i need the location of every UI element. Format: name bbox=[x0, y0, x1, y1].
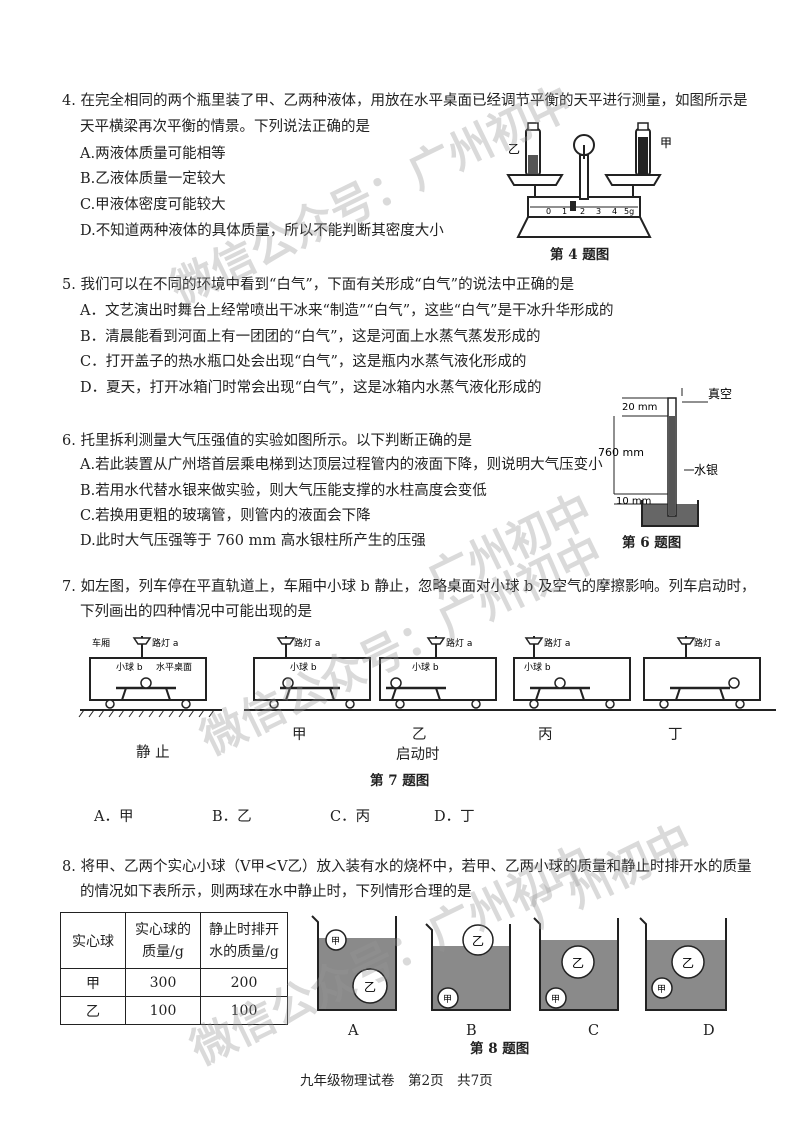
q4-fig-label-yi: 乙 bbox=[508, 142, 520, 156]
q7-stem-line1: 7. 如左图，列车停在平直轨道上，车厢中小球 b 静止，忽略桌面对小球 b 及空… bbox=[62, 579, 756, 595]
q6-label-vacuum: 真空 bbox=[708, 387, 732, 401]
q4-scale-3: 3 bbox=[596, 207, 601, 216]
q7-option-a: A．甲 bbox=[94, 809, 134, 825]
q4-scale-2: 2 bbox=[580, 207, 585, 216]
q7-stem-line2: 下列画出的四种情况中可能出现的是 bbox=[80, 604, 312, 620]
q7-option-b: B．乙 bbox=[212, 809, 252, 825]
q6-option-c: C.若换用更粗的玻璃管，则管内的液面会下降 bbox=[80, 508, 371, 524]
svg-text:乙: 乙 bbox=[572, 956, 584, 970]
q7-label-static: 静 止 bbox=[136, 745, 170, 761]
q8-label-b: B bbox=[466, 1023, 477, 1039]
q8-label-a: A bbox=[348, 1023, 359, 1039]
q8-caption: 第 8 题图 bbox=[470, 1041, 530, 1057]
q4-option-b: B.乙液体质量一定较大 bbox=[80, 171, 226, 187]
q8-row-yi-displaced: 100 bbox=[200, 996, 288, 1025]
svg-text:甲: 甲 bbox=[331, 936, 340, 947]
q7-yi-lamp: 路灯 a bbox=[446, 637, 472, 649]
q8-beaker-d: 乙 甲 bbox=[639, 917, 727, 1011]
q6-label-10mm: 10 mm bbox=[616, 496, 651, 507]
q7-bing-ball: 小球 b bbox=[524, 661, 551, 673]
q4-balance-figure: 乙 甲 0 1 2 3 4 5g bbox=[506, 122, 672, 238]
q8-row-yi-name: 乙 bbox=[60, 996, 126, 1025]
q6-option-d: D.此时大气压强等于 760 mm 高水银柱所产生的压强 bbox=[80, 533, 426, 549]
q7-label-ding: 丁 bbox=[668, 727, 683, 743]
q7-ding-lamp: 路灯 a bbox=[694, 637, 720, 649]
q8-label-c: C bbox=[588, 1023, 600, 1039]
q4-option-a: A.两液体质量可能相等 bbox=[80, 146, 226, 162]
page-footer: 九年级物理试卷 第2页 共7页 bbox=[300, 1073, 493, 1089]
q5-option-b: B．清晨能看到河面上有一团团的“白气”，这是河面上水蒸气蒸发形成的 bbox=[80, 329, 541, 345]
q7-panel-yi: 路灯 a 小球 b bbox=[370, 636, 512, 711]
q8-beaker-c: 乙 甲 bbox=[533, 917, 619, 1011]
q4-scale-0: 0 bbox=[546, 207, 551, 216]
svg-text:甲: 甲 bbox=[551, 994, 560, 1005]
q7-caption: 第 7 题图 bbox=[370, 773, 430, 789]
q7-panel-static: 车厢 路灯 a 小球 b 水平桌面 bbox=[78, 636, 222, 718]
q6-stem: 6. 托里拆利测量大气压强值的实验如图所示。以下判断正确的是 bbox=[62, 433, 472, 449]
q4-scale-1: 1 bbox=[562, 207, 567, 216]
q5-option-a: A．文艺演出时舞台上经常喷出干冰来“制造”“白气”，这些“白气”是干冰升华形成的 bbox=[80, 303, 614, 319]
q4-scale-5g: 5g bbox=[624, 207, 634, 216]
q7-label-jia: 甲 bbox=[292, 727, 307, 743]
q6-caption: 第 6 题图 bbox=[622, 535, 682, 551]
q8-th-ball: 实心球 bbox=[60, 912, 126, 969]
q8-label-d: D bbox=[703, 1023, 715, 1039]
q7-panel-ding: 路灯 a bbox=[634, 636, 776, 711]
svg-text:乙: 乙 bbox=[682, 956, 694, 970]
q8-row-jia-displaced: 200 bbox=[200, 968, 288, 997]
q4-fig-label-jia: 甲 bbox=[660, 136, 672, 150]
svg-text:甲: 甲 bbox=[443, 994, 452, 1005]
q8-th-displaced: 静止时排开 水的质量/g bbox=[200, 912, 288, 969]
q7-option-d: D．丁 bbox=[434, 809, 475, 825]
q6-label-760mm: 760 mm bbox=[598, 446, 644, 459]
q8-row-jia-mass: 300 bbox=[125, 968, 201, 997]
svg-text:乙: 乙 bbox=[472, 934, 484, 948]
q8-beakers-figure: 甲 乙 乙 甲 乙 甲 乙 甲 bbox=[311, 915, 727, 1011]
q6-label-20mm: 20 mm bbox=[622, 402, 657, 413]
q7-bing-lamp: 路灯 a bbox=[544, 637, 570, 649]
q7-label-bing: 丙 bbox=[538, 727, 553, 743]
q4-caption: 第 4 题图 bbox=[550, 247, 610, 263]
q7-label-start: 启动时 bbox=[396, 747, 440, 763]
q7-label-ball: 小球 b bbox=[116, 661, 143, 673]
q6-label-mercury: 水银 bbox=[694, 463, 718, 477]
q6-torricelli-figure: 20 mm 真空 760 mm 水银 10 mm bbox=[598, 387, 732, 527]
q8-beaker-b: 乙 甲 bbox=[425, 923, 511, 1011]
q8-stem-line2: 的情况如下表所示，则两球在水中静止时，下列情形合理的是 bbox=[80, 884, 472, 900]
q4-scale-4: 4 bbox=[612, 207, 617, 216]
q7-panel-bing: 路灯 a 小球 b bbox=[504, 636, 646, 711]
q7-jia-ball: 小球 b bbox=[290, 661, 317, 673]
q7-label-table: 水平桌面 bbox=[156, 661, 192, 673]
q6-option-a: A.若此装置从广州塔首层乘电梯到达顶层过程管内的液面下降，则说明大气压变小 bbox=[80, 457, 603, 473]
q8-data-table: 实心球 实心球的 质量/g 静止时排开 水的质量/g 甲 300 200 乙 1… bbox=[60, 912, 288, 1025]
q5-stem: 5. 我们可以在不同的环境中看到“白气”，下面有关形成“白气”的说法中正确的是 bbox=[62, 277, 575, 293]
q4-stem-line1: 4. 在完全相同的两个瓶里装了甲、乙两种液体，用放在水平桌面已经调节平衡的天平进… bbox=[62, 93, 748, 109]
q7-jia-lamp: 路灯 a bbox=[294, 637, 320, 649]
q4-stem-line2: 天平横梁再次平衡的情景。下列说法正确的是 bbox=[80, 119, 370, 135]
q8-beaker-a: 甲 乙 bbox=[311, 915, 397, 1011]
svg-text:乙: 乙 bbox=[364, 980, 376, 994]
q8-row-yi-mass: 100 bbox=[125, 996, 201, 1025]
q7-panel-jia: 路灯 a 小球 b bbox=[244, 636, 386, 711]
q7-label-carriage: 车厢 bbox=[92, 637, 110, 649]
q7-label-lamp: 路灯 a bbox=[152, 637, 178, 649]
q8-stem-line1: 8. 将甲、乙两个实心小球（V甲<V乙）放入装有水的烧杯中，若甲、乙两小球的质量… bbox=[62, 859, 752, 875]
q7-option-c: C．丙 bbox=[330, 809, 371, 825]
q4-option-d: D.不知道两种液体的具体质量，所以不能判断其密度大小 bbox=[80, 223, 444, 239]
q7-yi-ball: 小球 b bbox=[412, 661, 439, 673]
q4-option-c: C.甲液体密度可能较大 bbox=[80, 197, 226, 213]
q8-row-jia-name: 甲 bbox=[60, 968, 126, 997]
q8-th-mass: 实心球的 质量/g bbox=[125, 912, 201, 969]
q7-panels-start: 路灯 a 小球 b 路灯 a 小球 b 路灯 a 小球 b bbox=[244, 636, 776, 711]
q7-label-yi: 乙 bbox=[412, 727, 427, 743]
q5-option-c: C．打开盖子的热水瓶口处会出现“白气”，这是瓶内水蒸气液化形成的 bbox=[80, 354, 527, 370]
q5-option-d: D．夏天，打开冰箱门时常会出现“白气”，这是冰箱内水蒸气液化形成的 bbox=[80, 380, 542, 396]
svg-text:甲: 甲 bbox=[657, 984, 666, 995]
q6-option-b: B.若用水代替水银来做实验，则大气压能支撑的水柱高度会变低 bbox=[80, 483, 487, 499]
